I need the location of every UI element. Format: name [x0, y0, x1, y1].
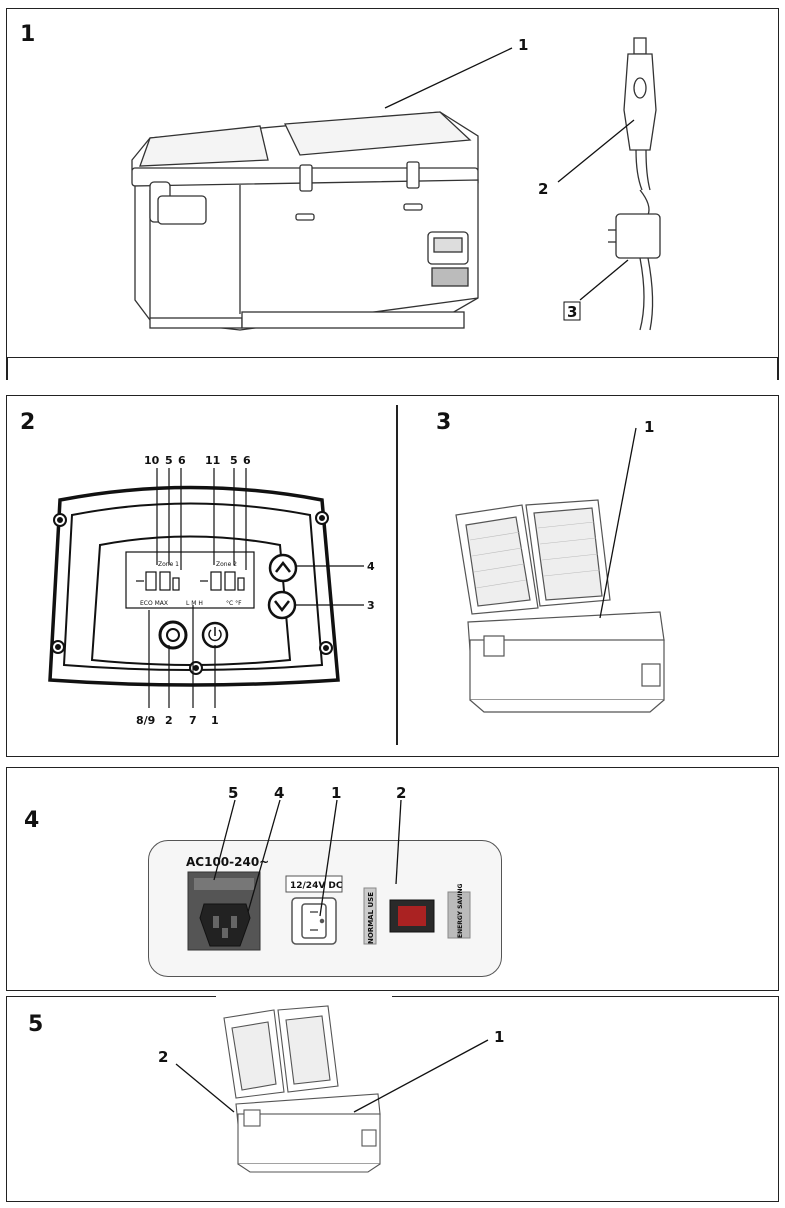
callout-3-box	[563, 301, 581, 321]
cooler-illustration	[131, 111, 479, 331]
panel-5-top-gap	[216, 993, 392, 999]
energy-saving-label-box	[447, 891, 471, 939]
panel-1-callout-2: 2	[538, 180, 548, 198]
normal-use-label: NORMAL USE	[367, 892, 375, 944]
panel-2-callout-1: 1	[211, 714, 219, 727]
panel-5	[6, 996, 779, 1202]
panel-5-number: 5	[28, 1012, 44, 1037]
open-cooler-small-illustration	[223, 1005, 381, 1173]
panel-1-number: 1	[20, 22, 36, 47]
panel-2-callout-8-9: 8/9	[136, 714, 155, 727]
ac-socket-illustration	[187, 871, 261, 951]
lid-grid-pattern	[469, 521, 601, 589]
panel-2-callout-6b: 6	[243, 454, 251, 467]
panel-2-callout-5b: 5	[230, 454, 238, 467]
panel-4-callout-2: 2	[396, 784, 406, 802]
panel-2-callout-6a: 6	[178, 454, 186, 467]
panel-2-callout-3: 3	[367, 599, 375, 612]
panel-1-callout-1: 1	[518, 36, 528, 54]
panel-2-callout-11: 11	[205, 454, 220, 467]
panel-5-callout-1-leader	[353, 1039, 489, 1113]
mode-switch	[389, 899, 435, 933]
panel-1-divider	[6, 358, 8, 380]
panel-3-callout-leader	[599, 427, 637, 619]
panel-5-callout-2: 2	[158, 1048, 168, 1066]
callout-2-leader	[557, 119, 635, 183]
dc-socket-illustration	[291, 897, 337, 945]
dc-input-label: 12/24V DC	[290, 881, 343, 891]
panel-2-3-divider	[396, 405, 398, 745]
panel-2-number: 2	[20, 410, 36, 435]
ac-input-label: AC100-240~	[186, 855, 269, 869]
wall-plug-illustration	[608, 189, 661, 331]
panel-3-number: 3	[436, 410, 452, 435]
lcd-eco-max-label: ECO MAX	[140, 600, 168, 607]
mode-switch-indicator	[398, 906, 426, 926]
energy-saving-label: ENERGY SAVING	[457, 883, 464, 938]
panel-4-callout-1: 1	[331, 784, 341, 802]
lcd-lmh-label: L M H	[186, 600, 203, 607]
lcd-zone2-label: Zone 2	[216, 561, 237, 568]
panel-2-callout-4: 4	[367, 560, 375, 573]
car-plug-illustration	[623, 37, 657, 191]
open-cooler-illustration	[455, 499, 665, 713]
panel-5-callout-2-leader	[175, 1063, 235, 1113]
panel-1-callout-3: 3	[567, 303, 577, 321]
lcd-digits	[136, 571, 245, 591]
callout-3-leader	[579, 259, 629, 301]
panel-4-number: 4	[24, 808, 40, 833]
panel-2-callout-5a: 5	[165, 454, 173, 467]
panel-4-callout-4: 4	[274, 784, 284, 802]
panel-2-callout-2: 2	[165, 714, 173, 727]
panel-2-callout-7: 7	[189, 714, 197, 727]
normal-use-label-box	[363, 887, 377, 945]
callout-1-leader	[384, 47, 513, 109]
panel-3-callout-1: 1	[644, 418, 654, 436]
panel-1-divider-right	[777, 358, 779, 380]
control-panel-illustration	[48, 485, 340, 687]
panel-5-callout-1: 1	[494, 1028, 504, 1046]
dc-label-box	[285, 875, 343, 893]
panel-2-callout-10: 10	[144, 454, 160, 467]
lcd-unit-label: °C °F	[226, 600, 242, 607]
panel-4-callout-5: 5	[228, 784, 238, 802]
